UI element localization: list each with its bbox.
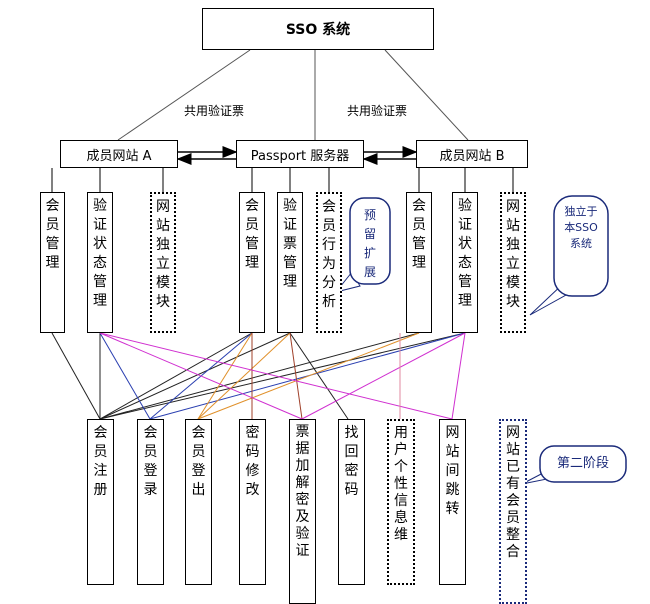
- edge-label-left: 共用验证票: [184, 104, 245, 118]
- edge-root-site-b: [384, 49, 469, 141]
- sso-system-node: SSO 系统: [202, 8, 434, 50]
- module-b-member-mgmt: 会员管理: [406, 192, 432, 333]
- callout-reserve: [349, 197, 391, 285]
- module-a-auth-state-mgmt: 验证状态管理: [87, 192, 113, 333]
- sso-system-label: SSO 系统: [285, 22, 351, 38]
- module-p-behavior-analysis: 会员行为分析: [316, 192, 342, 333]
- func-register: 会员注册: [87, 419, 114, 585]
- module-b-auth-state-mgmt: 验证状态管理: [452, 192, 478, 333]
- module-label: 会员管理: [244, 198, 259, 271]
- module-b-independent: 网站独立模块: [500, 192, 526, 333]
- member-site-b-node: 成员网站 B: [416, 140, 528, 168]
- function-label: 网站间跳转: [445, 425, 460, 517]
- module-label: 验证状态管理: [457, 198, 472, 309]
- member-site-a-label: 成员网站 A: [86, 148, 152, 164]
- function-label: 密码修改: [245, 425, 260, 498]
- module-a-member-mgmt: 会员管理: [40, 192, 65, 333]
- module-label: 会员管理: [411, 198, 426, 271]
- module-label: 网站独立模块: [155, 199, 170, 310]
- func-site-jump: 网站间跳转: [439, 419, 466, 585]
- callout-independent-text: 独立于本SSO系统: [564, 205, 598, 250]
- edge-label-right: 共用验证票: [347, 104, 408, 118]
- member-site-b-label: 成员网站 B: [439, 148, 505, 164]
- function-label: 用户个性信息维: [393, 425, 408, 543]
- passport-server-node: Passport 服务器: [236, 140, 364, 168]
- passport-server-label: Passport 服务器: [250, 148, 350, 164]
- module-label: 会员行为分析: [321, 199, 336, 310]
- module-p-member-mgmt: 会员管理: [239, 192, 265, 333]
- callout-independent: [553, 195, 609, 297]
- function-label: 票据加解密及验证: [295, 424, 310, 559]
- function-label: 会员注册: [93, 425, 108, 498]
- callout-reserve-text: 预留扩展: [363, 208, 376, 279]
- module-label: 网站独立模块: [505, 199, 520, 310]
- module-p-ticket-mgmt: 验证票管理: [277, 192, 303, 333]
- module-label: 会员管理: [45, 198, 60, 271]
- callout-phase2: [539, 445, 627, 483]
- func-ticket-crypto: 票据加解密及验证: [289, 419, 316, 604]
- function-label: 找回密码: [344, 425, 359, 498]
- func-login: 会员登录: [137, 419, 164, 585]
- callout-phase2-text: 第二阶段: [556, 456, 609, 471]
- func-change-password: 密码修改: [239, 419, 266, 585]
- function-label: 网站已有会员整合: [505, 425, 520, 560]
- edge-root-site-a: [117, 49, 251, 141]
- func-member-integration: 网站已有会员整合: [499, 419, 527, 604]
- module-a-independent: 网站独立模块: [150, 192, 176, 333]
- module-label: 验证状态管理: [92, 198, 107, 309]
- module-label: 验证票管理: [282, 198, 297, 290]
- function-label: 会员登录: [143, 425, 158, 498]
- function-label: 会员登出: [191, 425, 206, 498]
- member-site-a-node: 成员网站 A: [60, 140, 178, 168]
- func-user-profile: 用户个性信息维: [387, 419, 415, 585]
- func-logout: 会员登出: [185, 419, 212, 585]
- func-recover-password: 找回密码: [338, 419, 365, 585]
